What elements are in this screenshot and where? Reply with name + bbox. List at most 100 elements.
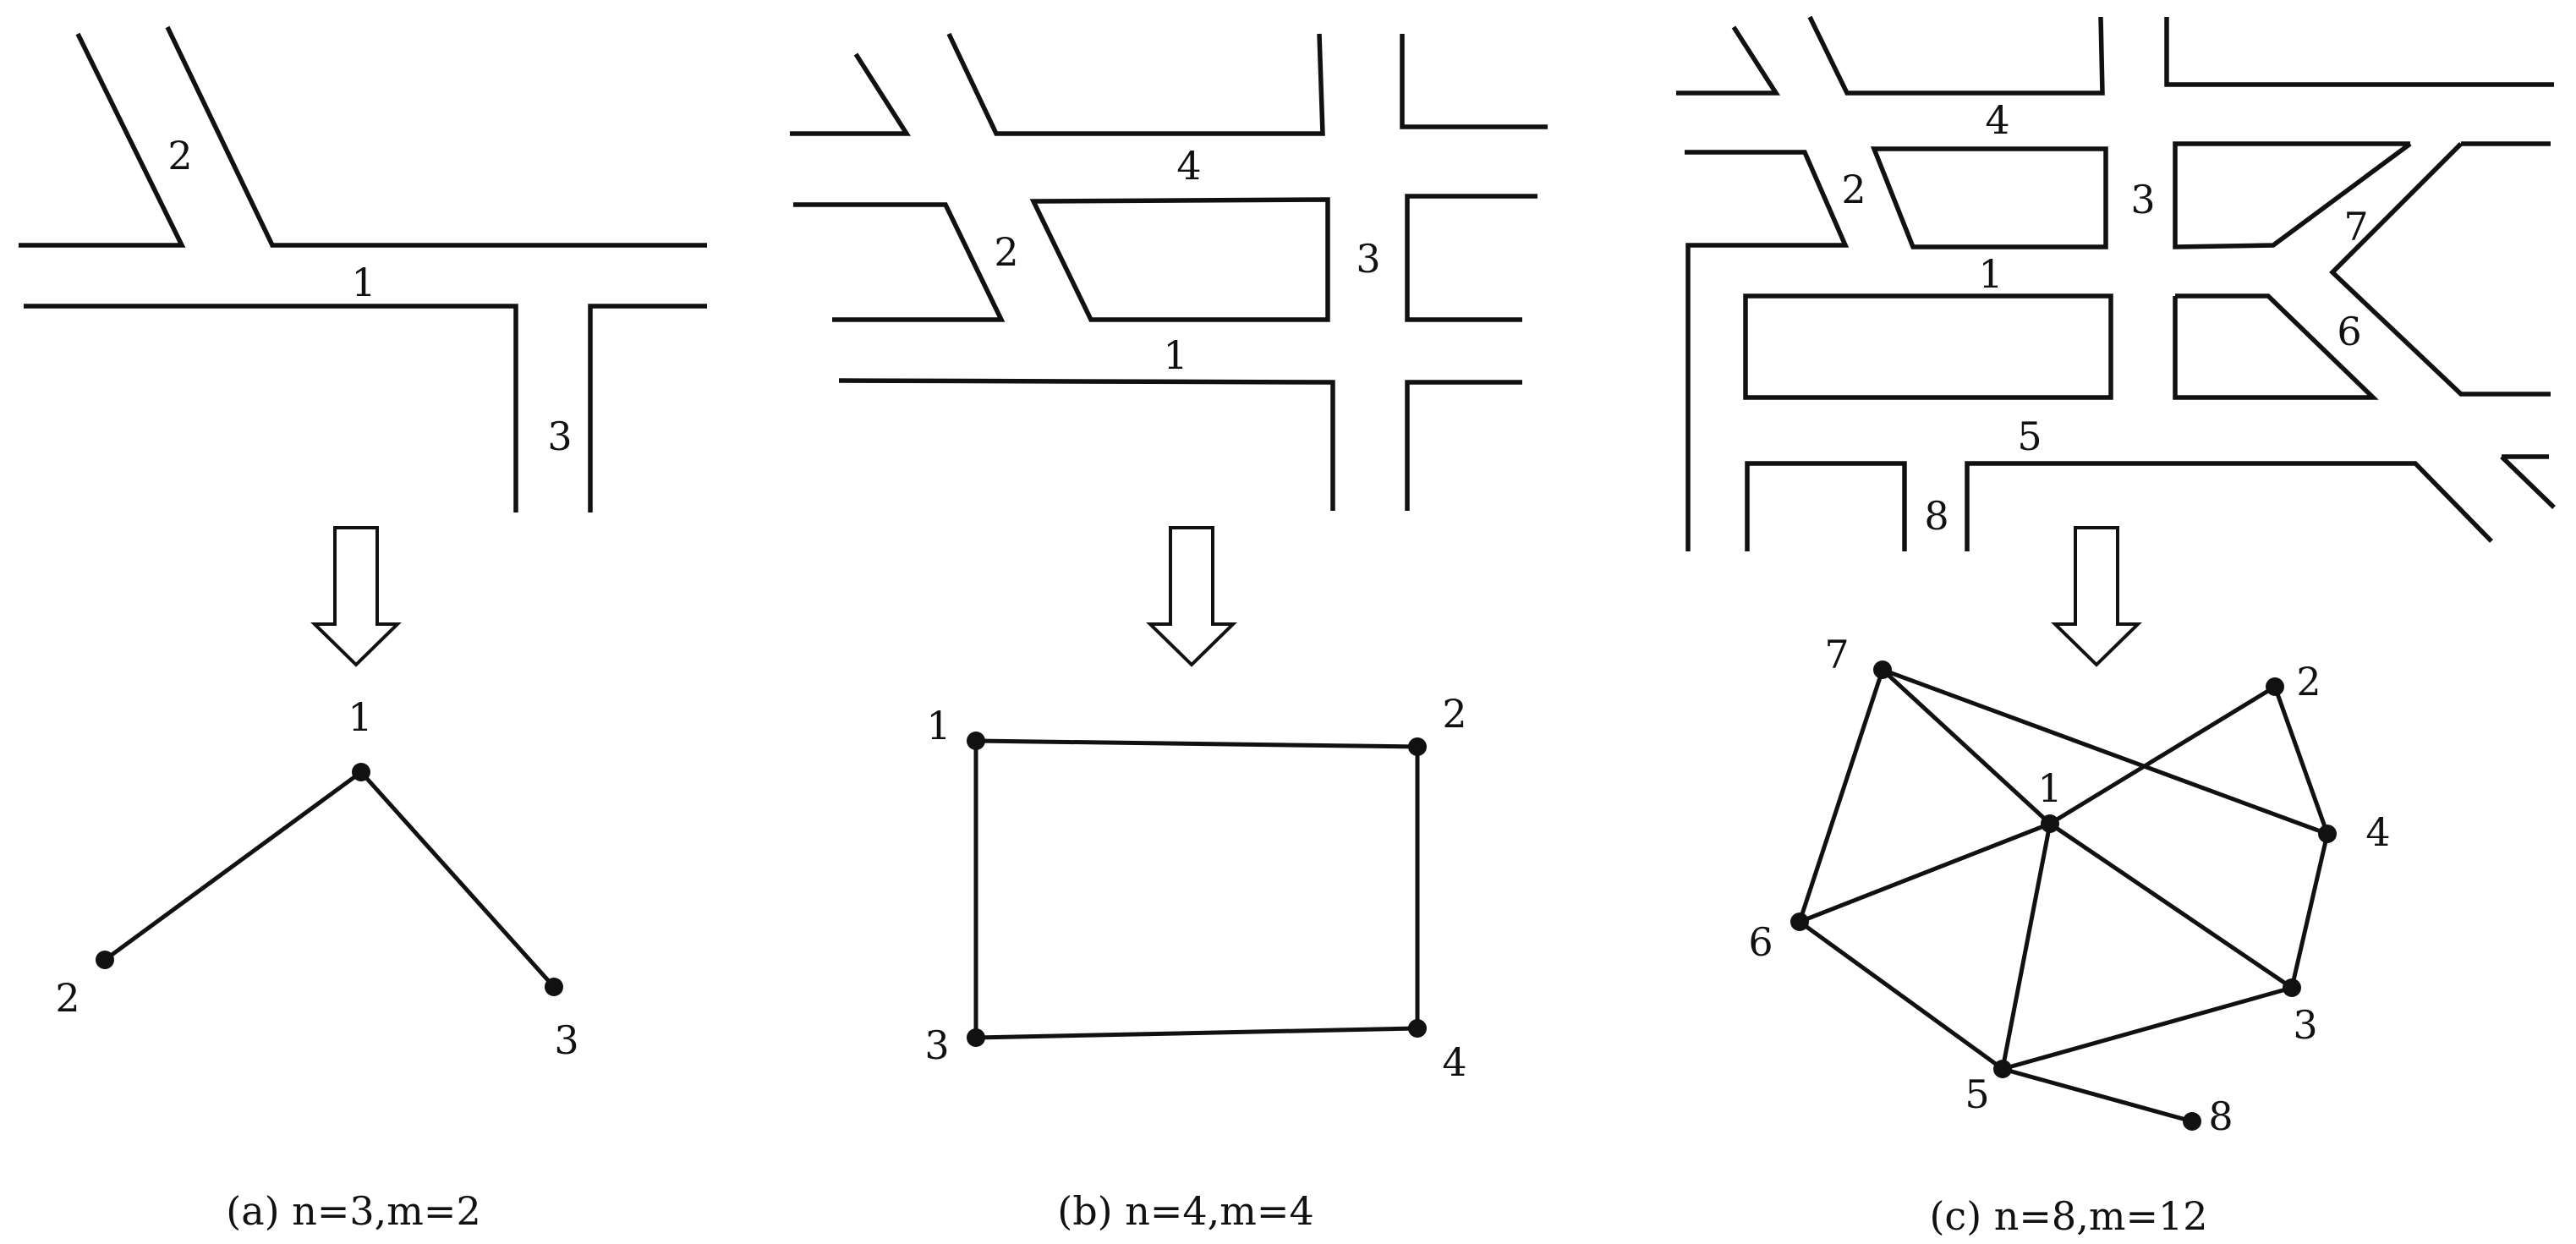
panel-a: 1 2 3 1 2 3 (a) n=3,m=2 bbox=[19, 25, 707, 1234]
road-edge bbox=[1743, 293, 2113, 400]
node-label: 1 bbox=[926, 703, 951, 748]
road-edge bbox=[2173, 141, 2412, 249]
panel-c-road-map: 1 2 3 4 5 6 7 8 bbox=[1676, 15, 2556, 551]
graph-node bbox=[2266, 677, 2284, 696]
node-label: 7 bbox=[1824, 632, 1849, 677]
road-edge bbox=[946, 32, 1325, 136]
graph-edge bbox=[103, 770, 363, 962]
road-label: 2 bbox=[994, 229, 1018, 275]
road-edge bbox=[19, 32, 186, 248]
graph-node bbox=[967, 1028, 985, 1047]
node-label: 1 bbox=[2037, 765, 2062, 811]
graph-edge bbox=[1882, 667, 2328, 836]
panel-caption: (b) n=4,m=4 bbox=[1057, 1188, 1313, 1234]
graph-edge bbox=[2002, 985, 2293, 1071]
panel-a-road-map: 1 2 3 bbox=[19, 25, 707, 512]
road-edge bbox=[2173, 293, 2379, 400]
panel-caption: (c) n=8,m=12 bbox=[1929, 1193, 2207, 1239]
road-label: 6 bbox=[2337, 309, 2361, 354]
panel-b-road-map: 1 2 3 4 bbox=[790, 32, 1548, 511]
graph-edge bbox=[975, 738, 1418, 749]
panel-b-graph: 1 2 3 4 bbox=[924, 691, 1466, 1085]
node-label: 3 bbox=[924, 1022, 949, 1068]
down-arrow-icon bbox=[2051, 526, 2142, 667]
graph-node bbox=[1873, 660, 1892, 679]
panel-b: 1 2 3 4 1 2 3 4 (b) n=4,m=4 bbox=[790, 32, 1548, 1234]
road-edge bbox=[1745, 461, 1907, 551]
road-label: 1 bbox=[351, 260, 375, 305]
road-edge bbox=[1405, 194, 1537, 322]
road-edge bbox=[2164, 17, 2554, 87]
graph-node bbox=[2283, 978, 2301, 997]
panel-c-graph: 1 2 3 4 5 6 7 8 bbox=[1748, 632, 2390, 1139]
road-label: 1 bbox=[1163, 332, 1187, 378]
road-label: 3 bbox=[547, 414, 572, 459]
road-label: 7 bbox=[2343, 204, 2368, 249]
road-label: 3 bbox=[2130, 177, 2155, 222]
graph-node bbox=[2041, 814, 2059, 833]
road-label: 4 bbox=[1176, 143, 1201, 189]
graph-node bbox=[1408, 737, 1427, 756]
road-edge bbox=[1676, 25, 1781, 96]
panel-caption: (a) n=3,m=2 bbox=[226, 1188, 480, 1234]
node-label: 6 bbox=[1748, 919, 1773, 965]
road-edge bbox=[24, 304, 518, 512]
down-arrow-icon bbox=[310, 526, 402, 667]
graph-edge bbox=[1799, 821, 2051, 924]
road-edge bbox=[1807, 15, 2105, 96]
graph-node bbox=[545, 978, 563, 996]
graph-node bbox=[96, 951, 114, 969]
node-label: 2 bbox=[1442, 691, 1466, 737]
node-label: 3 bbox=[554, 1017, 578, 1063]
road-edge bbox=[1870, 146, 2108, 249]
graph-edge bbox=[2002, 1066, 2193, 1124]
graph-edge bbox=[2048, 821, 2294, 990]
graph-node bbox=[2318, 825, 2337, 843]
down-arrow-icon bbox=[1146, 526, 1237, 667]
road-edge bbox=[2500, 455, 2556, 509]
graph-edge bbox=[2048, 684, 2277, 826]
graph-edge bbox=[1798, 919, 2004, 1071]
road-edge bbox=[793, 202, 1006, 322]
graph-edge bbox=[359, 770, 556, 989]
graph-node bbox=[1408, 1019, 1427, 1038]
node-label: 3 bbox=[2293, 1002, 2317, 1048]
graph-node bbox=[967, 732, 985, 750]
road-label: 8 bbox=[1924, 493, 1948, 539]
road-edge bbox=[1405, 380, 1522, 511]
node-label: 4 bbox=[1442, 1039, 1466, 1085]
graph-edge bbox=[1881, 668, 2052, 825]
road-edge bbox=[1685, 150, 1850, 551]
graph-node bbox=[352, 763, 370, 781]
node-label: 2 bbox=[55, 975, 79, 1021]
road-label: 2 bbox=[167, 133, 192, 178]
road-edge bbox=[1029, 197, 1330, 322]
road-edge bbox=[790, 52, 912, 136]
road-label: 5 bbox=[2017, 414, 2042, 459]
road-edge bbox=[588, 304, 707, 512]
road-edge bbox=[2329, 142, 2551, 397]
graph-node bbox=[2183, 1112, 2201, 1131]
road-label: 3 bbox=[1356, 236, 1380, 282]
graph-edge bbox=[975, 1026, 1418, 1040]
road-label: 1 bbox=[1978, 251, 2003, 297]
graph-edge bbox=[1797, 669, 1885, 923]
road-edge bbox=[1400, 34, 1548, 129]
graph-node bbox=[1790, 912, 1809, 931]
road-label: 4 bbox=[1985, 97, 2009, 143]
graph-edge bbox=[2000, 823, 2053, 1070]
road-edge bbox=[165, 25, 707, 248]
road-edge bbox=[838, 378, 1335, 511]
node-label: 5 bbox=[1965, 1071, 1989, 1117]
panel-c: 1 2 3 4 5 6 7 8 bbox=[1676, 15, 2556, 1239]
graph-edge bbox=[2272, 686, 2330, 835]
panel-a-graph: 1 2 3 bbox=[55, 694, 578, 1063]
node-label: 8 bbox=[2208, 1093, 2233, 1139]
road-edge bbox=[1965, 461, 2493, 551]
node-label: 4 bbox=[2365, 809, 2390, 855]
node-label: 1 bbox=[348, 694, 372, 740]
graph-edge bbox=[2289, 833, 2330, 989]
node-label: 2 bbox=[2296, 659, 2321, 704]
road-label: 2 bbox=[1841, 167, 1866, 212]
